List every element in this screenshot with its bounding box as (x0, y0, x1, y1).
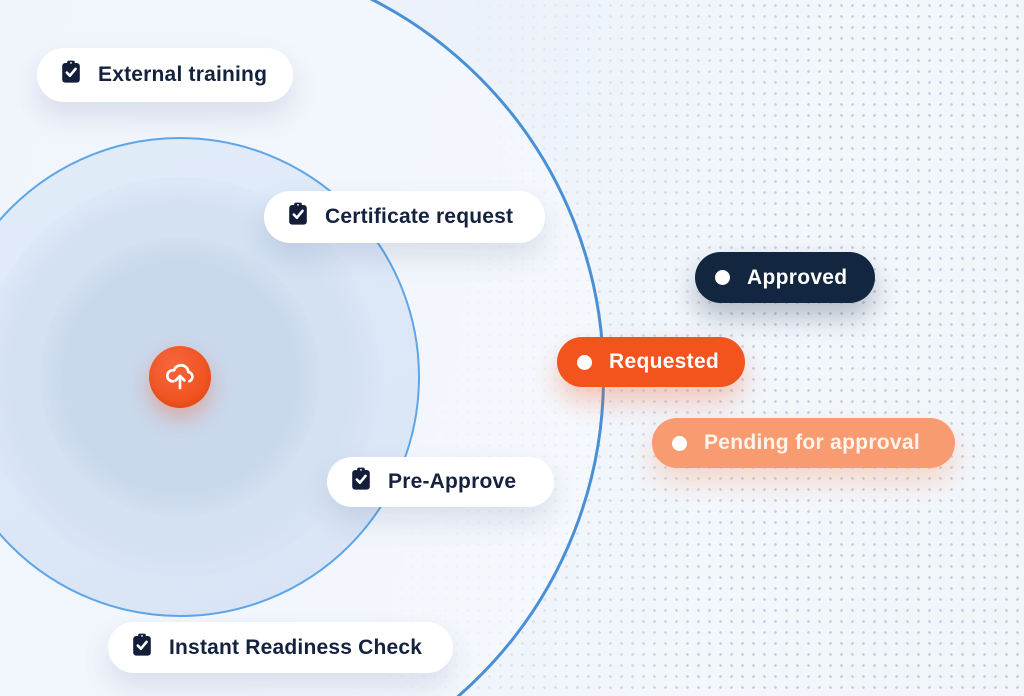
clipboard-check-icon (129, 632, 155, 664)
task-chip-pre-approve: Pre-Approve (327, 457, 554, 507)
task-chip-instant-readiness-check: Instant Readiness Check (108, 622, 453, 673)
status-badge-label: Approved (747, 265, 848, 289)
status-badge-label: Pending for approval (704, 431, 921, 454)
task-chip-label: External training (98, 63, 268, 86)
cloud-upload-icon (161, 359, 199, 396)
status-dot-icon (577, 354, 592, 370)
status-badge-requested: Requested (557, 337, 745, 387)
clipboard-check-icon (285, 201, 311, 233)
status-badge-label: Requested (609, 350, 720, 373)
cloud-upload-badge (149, 346, 211, 408)
task-chip-external-training: External training (37, 48, 293, 102)
task-chip-label: Pre-Approve (388, 470, 517, 493)
clipboard-check-icon (58, 59, 84, 91)
status-badge-approved: Approved (695, 252, 875, 303)
status-dot-icon (715, 270, 730, 285)
task-chip-label: Certificate request (325, 205, 514, 228)
task-chip-certificate-request: Certificate request (264, 191, 545, 243)
task-chip-label: Instant Readiness Check (169, 635, 423, 659)
status-badge-pending-for-approval: Pending for approval (652, 418, 955, 468)
clipboard-check-icon (348, 466, 374, 498)
status-dot-icon (672, 435, 687, 451)
